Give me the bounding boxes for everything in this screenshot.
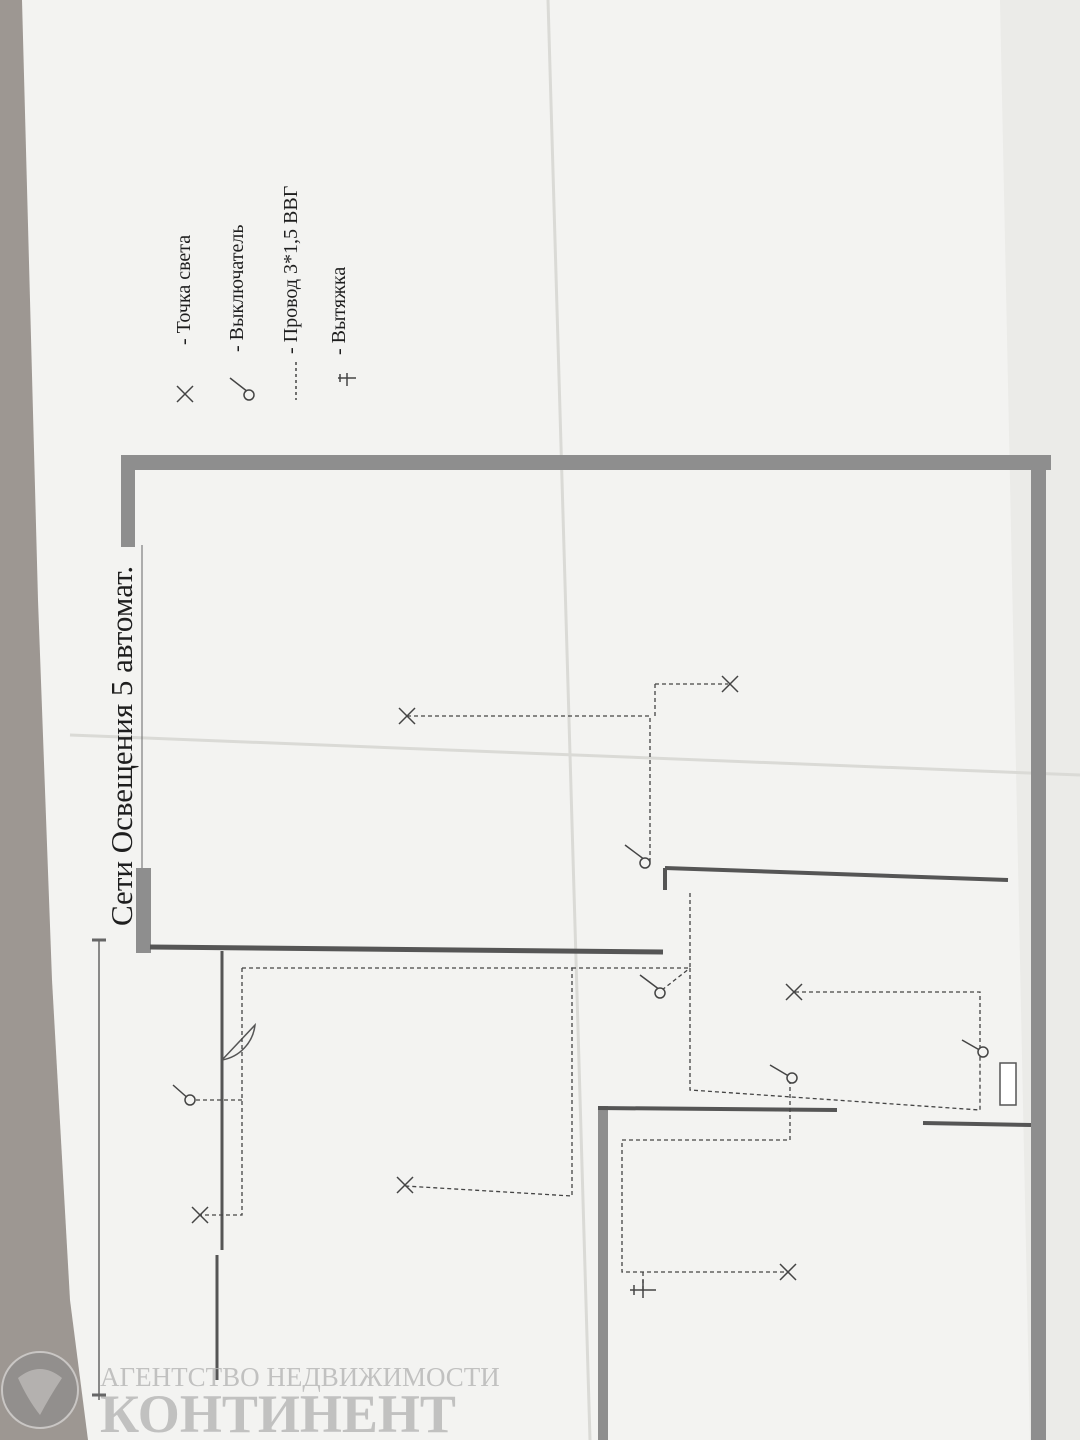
light-point-icon	[176, 385, 194, 403]
paper-sheet	[22, 0, 1080, 1440]
wall-top	[121, 455, 1051, 470]
fold-line	[69, 733, 1080, 777]
light-point-icon	[721, 675, 739, 693]
light-point-icon	[779, 1263, 797, 1281]
light-point-icon	[398, 707, 416, 725]
switch-icon	[961, 1039, 989, 1058]
watermark-line1: АГЕНТСТВО НЕДВИЖИМОСТИ	[100, 1362, 500, 1392]
wall-left-stub	[121, 455, 135, 547]
watermark-line2: КОНТИНЕНТ	[100, 1384, 456, 1440]
switches	[172, 844, 989, 1106]
exhaust-icon	[338, 373, 356, 386]
wall-left-lower	[136, 868, 151, 953]
inner-walls	[92, 866, 1032, 1400]
walls	[121, 455, 1051, 1440]
exhaust-icon	[630, 1280, 656, 1298]
light-point-icon	[191, 1206, 209, 1224]
watermark-logo	[1, 1351, 79, 1429]
light-points	[191, 675, 803, 1281]
light-point-icon	[785, 983, 803, 1001]
light-point-icon	[396, 1176, 414, 1194]
switch-icon	[639, 974, 666, 999]
wall-right	[1031, 458, 1046, 1440]
switch-icon	[172, 1084, 196, 1106]
wall-inner-bottom	[598, 1106, 608, 1440]
legend-symbols	[176, 362, 356, 403]
switch-icon	[624, 844, 651, 869]
fold-line	[546, 0, 592, 1440]
wires	[195, 683, 981, 1290]
switch-icon	[229, 377, 255, 401]
switch-icon	[769, 1064, 798, 1084]
